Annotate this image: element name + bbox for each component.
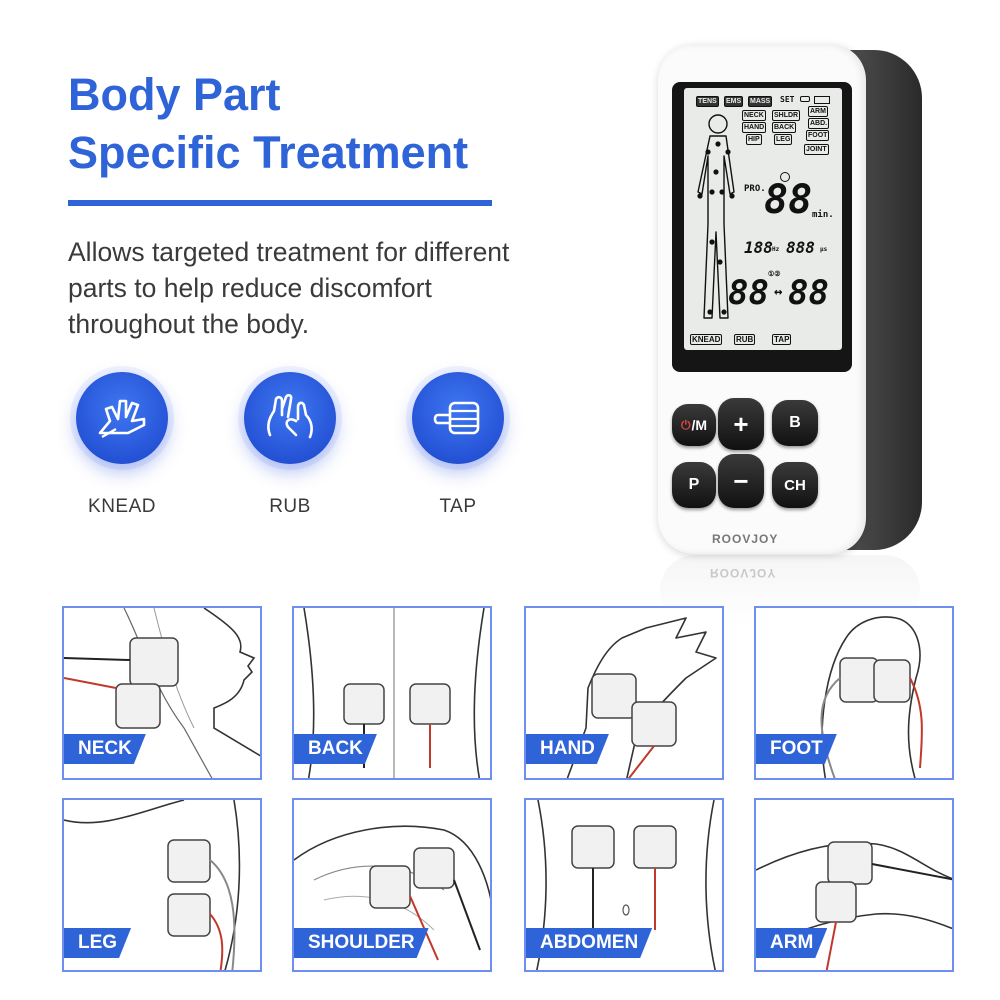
lcd-pro: PRO. <box>744 184 766 194</box>
minus-button[interactable]: − <box>718 454 764 508</box>
minus-label: − <box>733 465 749 496</box>
tap-fist-icon <box>412 372 504 464</box>
abdomen-illustration <box>536 800 716 970</box>
mode-rub: RUB <box>230 372 350 518</box>
placement-back: BACK <box>292 606 492 780</box>
p-button[interactable]: P <box>672 462 716 508</box>
placement-label: NECK <box>62 734 146 764</box>
lcd-tag-joint: JOINT <box>804 144 829 155</box>
headline: Body Part Specific Treatment <box>68 66 588 182</box>
lcd-channel-marks: ①② <box>768 270 781 278</box>
lcd-right-level: 88 <box>788 273 829 313</box>
shoulder-illustration <box>294 825 490 961</box>
rub-hands-icon <box>244 372 336 464</box>
arm-illustration <box>756 841 952 970</box>
lcd-frequency: 188 <box>744 238 773 257</box>
plus-label: + <box>733 408 749 439</box>
mode-knead: KNEAD <box>62 372 182 518</box>
ch-label: CH <box>784 476 806 494</box>
lcd-tag-foot: FOOT <box>806 130 830 141</box>
placement-label: ARM <box>754 928 827 958</box>
lcd-tag-knead: KNEAD <box>690 334 723 345</box>
lcd-tag-leg: LEG <box>774 134 793 145</box>
description-line-1: Allows targeted treatment for different <box>68 237 510 267</box>
b-label: B <box>789 414 801 431</box>
mode-tap: TAP <box>398 372 518 518</box>
foot-illustration <box>820 616 923 778</box>
neck-illustration <box>64 608 260 778</box>
placement-label: BACK <box>292 734 377 764</box>
lcd-set: SET <box>780 95 795 104</box>
lcd-tag-rub: RUB <box>734 334 756 345</box>
back-illustration <box>303 608 485 778</box>
placement-label: ABDOMEN <box>524 928 652 958</box>
placement-label: LEG <box>62 928 131 958</box>
headline-underline <box>68 200 492 206</box>
lcd-screen: TENS EMS MASS SET NECK SHLDR ARM HAND BA… <box>684 88 842 350</box>
lcd-frequency-unit: Hz <box>772 246 780 253</box>
battery-icon <box>814 96 830 104</box>
description: Allows targeted treatment for different … <box>68 234 588 342</box>
body-figure-icon <box>697 114 735 319</box>
lcd-tag-abd: ABD. <box>808 118 830 129</box>
lcd-pulse-width: 888 <box>786 238 815 257</box>
p-label: P <box>688 476 700 493</box>
plus-button[interactable]: + <box>718 398 764 450</box>
mode-label: RUB <box>269 496 311 517</box>
leg-illustration <box>64 800 241 970</box>
knead-hand-icon <box>76 372 168 464</box>
lcd-tag-shldr: SHLDR <box>772 110 801 121</box>
placement-shoulder: SHOULDER <box>292 798 492 972</box>
description-line-2: parts to help reduce discomfort <box>68 273 432 303</box>
lcd-tag-arm: ARM <box>808 106 828 117</box>
lcd-tag-tap: TAP <box>772 334 792 345</box>
ch-button[interactable]: CH <box>772 462 818 508</box>
brand-logo: ROOVJOY <box>712 532 779 546</box>
lcd-pulse-unit: μs <box>820 246 828 253</box>
placement-foot: FOOT <box>754 606 954 780</box>
placement-label: HAND <box>524 734 609 764</box>
placement-neck: NECK <box>62 606 262 780</box>
placement-arm: ARM <box>754 798 954 972</box>
power-mode-label: /M <box>691 417 708 433</box>
power-icon: ⏻ <box>680 417 691 432</box>
lcd-timer-unit: min. <box>812 210 834 220</box>
lcd-arrows: ↔ <box>774 284 783 300</box>
lcd-tag-ems: EMS <box>724 96 744 107</box>
brand-reflection: ROOVJOY <box>710 566 777 580</box>
timer-icon <box>780 172 790 182</box>
placement-hand: HAND <box>524 606 724 780</box>
mode-label: KNEAD <box>88 496 156 517</box>
lcd-tag-back: BACK <box>772 122 797 133</box>
power-mode-button[interactable]: ⏻ /M <box>672 404 716 446</box>
lcd-tag-hip: HIP <box>746 134 762 145</box>
lock-icon <box>800 96 810 102</box>
lcd-tag-neck: NECK <box>742 110 766 121</box>
headline-line-2: Specific Treatment <box>68 127 469 178</box>
hand-illustration <box>566 617 717 778</box>
placement-leg: LEG <box>62 798 262 972</box>
lcd-timer: 88 <box>764 177 813 223</box>
placement-abdomen: ABDOMEN <box>524 798 724 972</box>
lcd-tag-tens: TENS <box>696 96 719 107</box>
lcd-tag-hand: HAND <box>742 122 767 133</box>
placement-label: SHOULDER <box>292 928 429 958</box>
mode-label: TAP <box>439 496 477 517</box>
placement-label: FOOT <box>754 734 837 764</box>
b-button[interactable]: B <box>772 400 818 446</box>
headline-line-1: Body Part <box>68 69 281 120</box>
description-line-3: throughout the body. <box>68 309 310 339</box>
lcd-tag-mass: MASS <box>748 96 773 107</box>
lcd-left-level: 88 <box>728 273 769 313</box>
